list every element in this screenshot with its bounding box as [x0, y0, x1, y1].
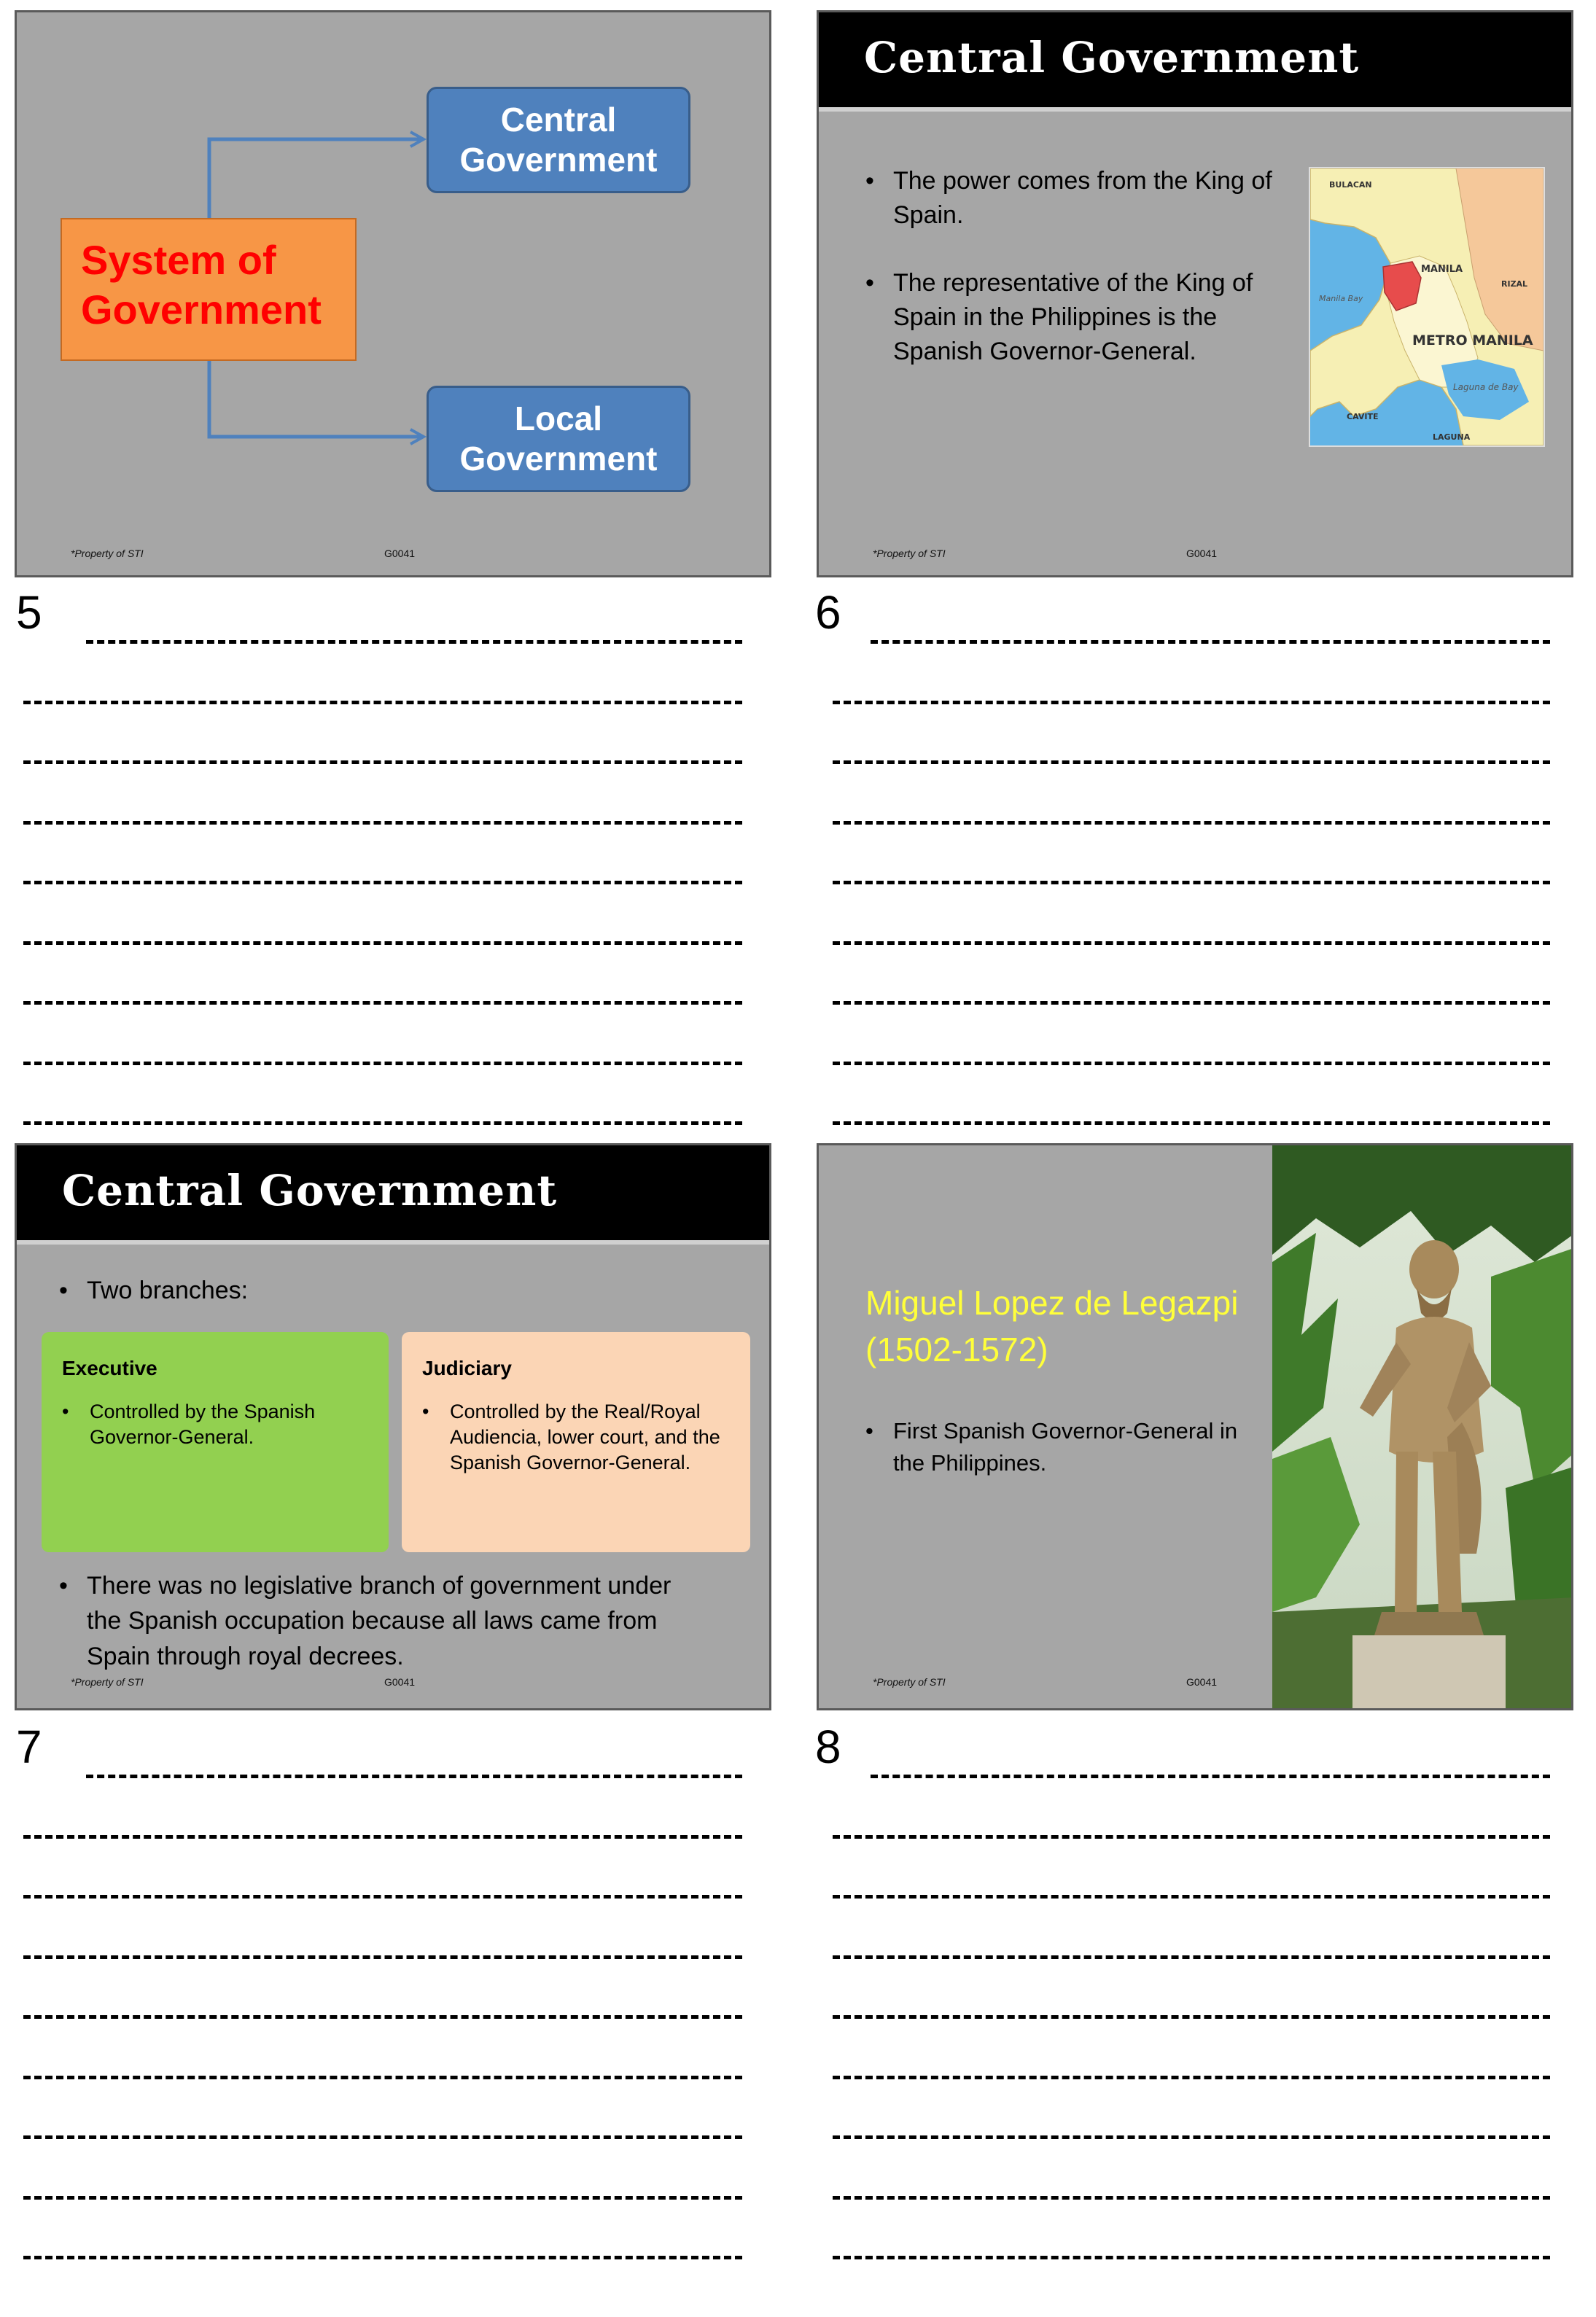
- note-line: [23, 2015, 742, 2019]
- footer-code: G0041: [1186, 1676, 1218, 1688]
- arrow-right-icon: [410, 428, 427, 445]
- footer-code: G0041: [384, 1676, 416, 1688]
- map-label: Manila Bay: [1319, 294, 1363, 303]
- title-bar: Central Government: [819, 12, 1571, 112]
- note-line: [833, 2256, 1550, 2259]
- note-line: [833, 2075, 1550, 2079]
- note-line: [23, 941, 742, 945]
- slide-central-government-2: Central Government Two branches: Executi…: [15, 1143, 771, 1710]
- note-line: [833, 1121, 1550, 1125]
- note-line: [833, 1955, 1550, 1959]
- footer-code: G0041: [1186, 548, 1218, 559]
- note-line: [833, 700, 1550, 704]
- bullet-list: First Spanish Governor-General in the Ph…: [865, 1415, 1245, 1479]
- note-line: [833, 1001, 1550, 1005]
- local-government-box: Local Government: [427, 386, 690, 492]
- executive-branch-box: Executive Controlled by the Spanish Gove…: [42, 1332, 389, 1552]
- slide-system-of-government: System of Government Central Government …: [15, 10, 771, 577]
- judiciary-heading: Judiciary: [422, 1357, 512, 1379]
- note-line: [833, 2015, 1550, 2019]
- note-line: [833, 2135, 1550, 2139]
- diagram-connectors: [207, 131, 427, 445]
- footer-property: *Property of STI: [873, 1676, 946, 1688]
- map-label: CAVITE: [1347, 412, 1378, 421]
- note-line: [833, 760, 1550, 764]
- note-line: [86, 1775, 742, 1778]
- bullet-list: There was no legislative branch of gover…: [59, 1568, 686, 1674]
- slide-number: 8: [815, 1721, 841, 1773]
- note-line: [23, 1955, 742, 1959]
- bullet-item: First Spanish Governor-General in the Ph…: [865, 1415, 1245, 1479]
- bullet-item: The representative of the King of Spain …: [865, 266, 1281, 369]
- note-line: [23, 760, 742, 764]
- note-line: [833, 941, 1550, 945]
- executive-heading: Executive: [62, 1357, 157, 1379]
- bullet-item: The power comes from the King of Spain.: [865, 164, 1281, 233]
- slide-number: 6: [815, 586, 841, 639]
- bullet-item: Two branches:: [59, 1274, 715, 1308]
- map-label: LAGUNA: [1433, 432, 1471, 442]
- note-line: [833, 1061, 1550, 1065]
- note-line: [833, 2195, 1550, 2200]
- note-line: [23, 820, 742, 825]
- note-line: [23, 1121, 742, 1125]
- footer-property: *Property of STI: [873, 548, 946, 559]
- note-line: [23, 1834, 742, 1839]
- footer-code: G0041: [384, 548, 416, 559]
- note-line: [833, 1895, 1550, 1899]
- slide-title: Miguel Lopez de Legazpi (1502-1572): [865, 1284, 1239, 1369]
- note-line: [871, 1775, 1550, 1778]
- note-line: [23, 1001, 742, 1005]
- central-government-box: Central Government: [427, 87, 690, 193]
- note-line: [23, 1061, 742, 1065]
- bullet-list: The power comes from the King of Spain. …: [865, 164, 1281, 402]
- central-label: Central Government: [459, 100, 658, 179]
- system-of-government-box: System of Government: [61, 218, 357, 361]
- slide-title: Central Government: [62, 1166, 558, 1215]
- note-line: [23, 700, 742, 704]
- bullet-list: Two branches:: [59, 1274, 715, 1308]
- slide-number: 5: [16, 586, 42, 639]
- judiciary-branch-box: Judiciary Controlled by the Real/Royal A…: [402, 1332, 750, 1552]
- system-label: System of Government: [81, 237, 322, 333]
- slide-number: 7: [16, 1721, 42, 1773]
- note-line: [23, 2256, 742, 2259]
- map-label: RIZAL: [1501, 279, 1527, 289]
- note-line: [23, 2075, 742, 2079]
- note-line: [833, 881, 1550, 884]
- local-label: Local Government: [459, 399, 658, 478]
- map-label: METRO MANILA: [1412, 332, 1533, 348]
- footer-property: *Property of STI: [71, 1676, 144, 1688]
- note-line: [23, 2195, 742, 2200]
- legazpi-statue-photo: [1272, 1145, 1571, 1708]
- note-line: [833, 820, 1550, 825]
- metro-manila-map: BULACAN MANILA RIZAL Manila Bay METRO MA…: [1309, 167, 1545, 447]
- map-label: BULACAN: [1329, 180, 1372, 190]
- slide-legazpi: Miguel Lopez de Legazpi (1502-1572) Firs…: [817, 1143, 1573, 1710]
- note-line: [23, 1895, 742, 1899]
- judiciary-bullet: Controlled by the Real/Royal Audiencia, …: [422, 1399, 730, 1476]
- note-line: [871, 640, 1550, 644]
- note-line: [23, 881, 742, 884]
- map-label: MANILA: [1421, 264, 1463, 275]
- arrow-right-icon: [410, 131, 427, 148]
- note-line: [833, 1834, 1550, 1839]
- map-label: Laguna de Bay: [1453, 382, 1519, 392]
- note-line: [23, 2135, 742, 2139]
- slide-central-government-1: Central Government The power comes from …: [817, 10, 1573, 577]
- slide-title: Central Government: [864, 33, 1360, 82]
- footer-property: *Property of STI: [71, 548, 144, 559]
- note-line: [86, 640, 742, 644]
- executive-bullet: Controlled by the Spanish Governor-Gener…: [62, 1399, 368, 1450]
- bullet-item: There was no legislative branch of gover…: [59, 1568, 686, 1674]
- title-bar: Central Government: [17, 1145, 769, 1245]
